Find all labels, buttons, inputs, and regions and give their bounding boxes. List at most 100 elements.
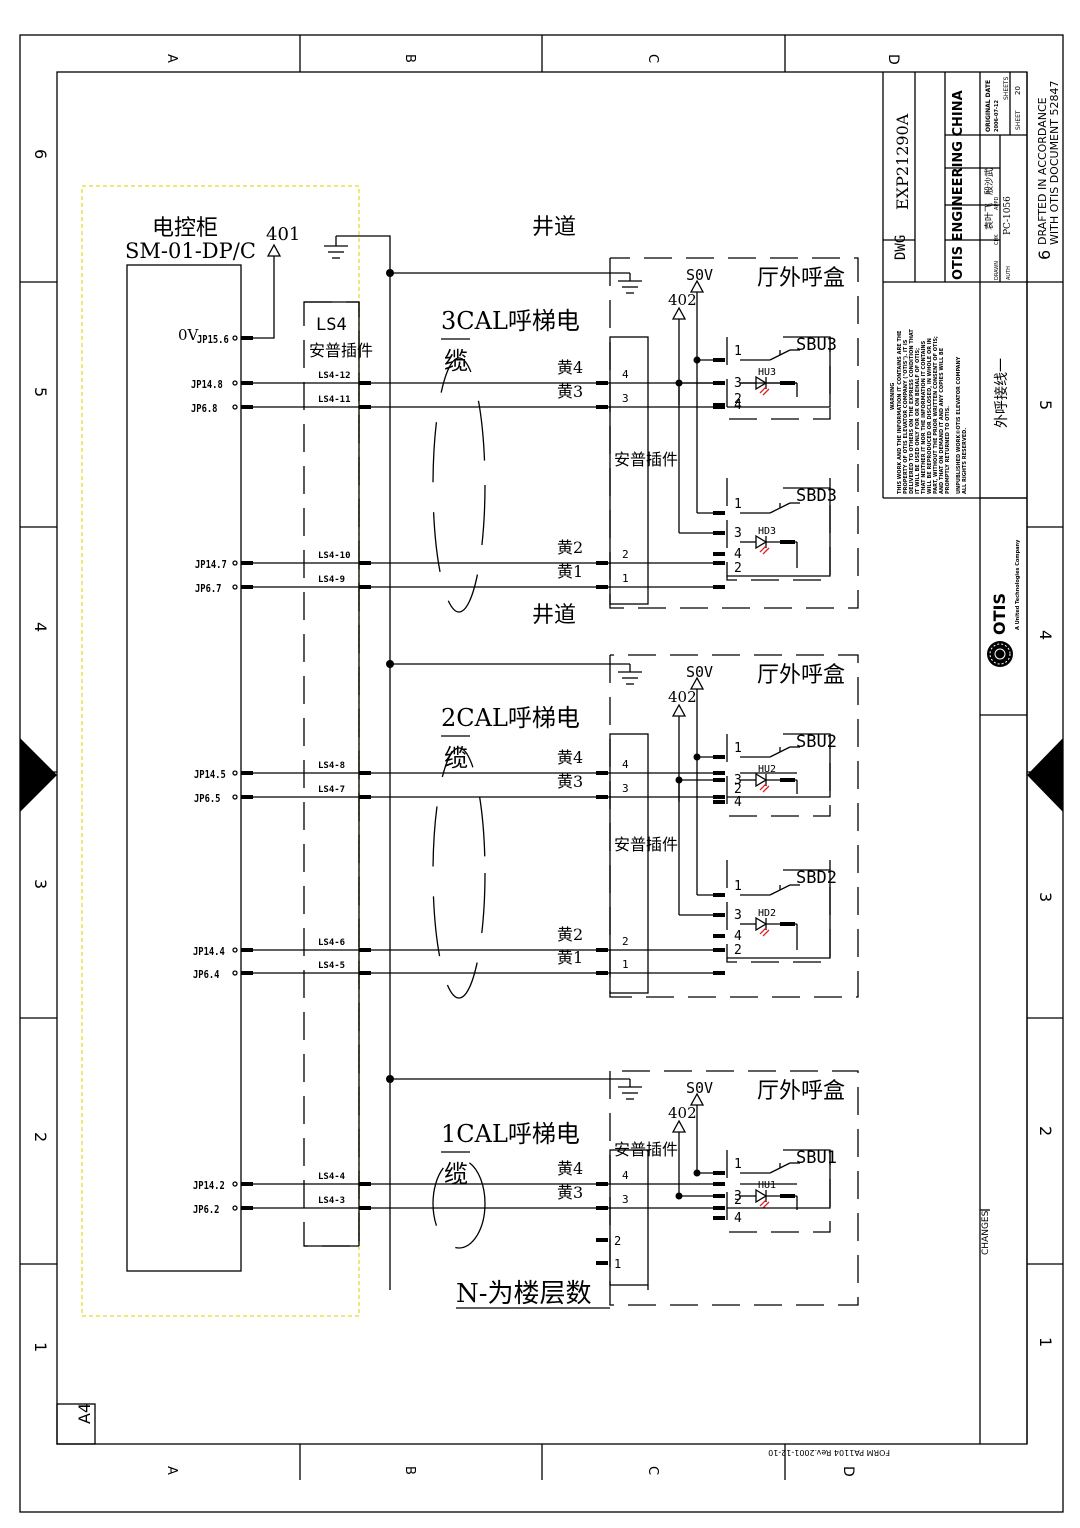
centering-arrow-right — [1027, 738, 1063, 812]
module-pin: 3 — [734, 526, 742, 541]
zone-label: 1 — [1036, 1337, 1055, 1347]
zone-label: 1 — [31, 1342, 50, 1352]
wire-color-label: 黄4 — [557, 1159, 583, 1178]
drawn-label: DRAWN — [994, 261, 1000, 280]
original-date: 2006-07-12 — [994, 99, 1000, 132]
call-box-label: 厅外呼盒 — [757, 1079, 845, 1104]
zone-label: 3 — [31, 879, 50, 889]
led-label: HU3 — [758, 367, 776, 378]
ref-402-label: 402 — [668, 1104, 697, 1122]
ground-bus — [336, 235, 391, 1290]
cabinet-model: SM-01-DP/C — [125, 239, 256, 263]
dwg-label: DWG — [893, 235, 909, 260]
warning-line: THAT NEITHER IT NOR THE INFORMATION IT C… — [921, 340, 927, 494]
button-label: SBU3 — [796, 335, 837, 355]
ls4-pin-label: LS4-6 — [318, 938, 345, 948]
connector-pin: 3 — [622, 782, 629, 795]
module-pin: 3 — [734, 1189, 742, 1204]
module-pin: 1 — [734, 497, 742, 512]
appd-label: APPD — [994, 197, 1000, 210]
connector-pin: 2 — [622, 548, 629, 561]
ls4-pin-label: LS4-4 — [318, 1172, 346, 1182]
ref-401: 401 — [266, 224, 300, 245]
drawing-title: 外呼接线一 — [993, 358, 1010, 428]
connector-pin: 1 — [614, 1257, 621, 1271]
ref-402-triangle — [671, 1119, 687, 1133]
drawn-name: 袁叶飞 — [983, 203, 995, 230]
led-ray — [759, 783, 767, 791]
drafted-line-2: WITH OTIS DOCUMENT 52847 — [1048, 81, 1061, 245]
button-label: SBU1 — [796, 1148, 837, 1168]
inner-frame — [56, 71, 1028, 1445]
module-pin: 4 — [734, 398, 742, 413]
ls4-pin-label: LS4-5 — [318, 961, 345, 971]
ref-402-triangle — [671, 703, 687, 717]
cabinet-pin-label: JP15.6 — [197, 334, 229, 346]
ls4-title: LS4 — [316, 315, 347, 335]
wire-color-label: 黄4 — [557, 748, 583, 767]
wire-color-label: 黄1 — [557, 948, 583, 967]
zone-label: C — [645, 54, 660, 63]
button-label: SBD2 — [796, 868, 837, 888]
connector-pin: 2 — [622, 935, 629, 948]
module-pin: 2 — [734, 943, 742, 958]
ls4-pin-label: LS4-9 — [318, 575, 345, 585]
wire-color-label: 黄1 — [557, 562, 583, 581]
connector-pin: 3 — [622, 392, 629, 405]
pin-marker — [232, 380, 238, 386]
cable-label: 3CAL呼梯电 — [441, 307, 580, 335]
module-outline — [727, 869, 831, 959]
led-ray — [762, 1201, 770, 1209]
zone-label: 4 — [31, 622, 50, 632]
led-ray — [762, 547, 770, 555]
cabinet-pin-label: JP14.8 — [191, 379, 223, 391]
pin-marker — [232, 770, 238, 776]
logo-text: OTIS — [990, 593, 1009, 635]
module-pin: 1 — [734, 344, 742, 359]
company-name: OTIS ENGINEERING CHINA — [951, 90, 966, 280]
chk-label: CHK — [994, 234, 1000, 245]
zone-label: B — [402, 1466, 417, 1475]
ls4-pin-label: LS4-10 — [318, 551, 351, 561]
module-pin: 2 — [734, 1193, 742, 1208]
zone-label: 2 — [31, 1132, 50, 1142]
zone-label: 3 — [1036, 892, 1055, 902]
led-label: HU2 — [758, 764, 776, 775]
amp-label: 安普插件 — [614, 450, 678, 469]
cable-label: 1CAL呼梯电 — [441, 1120, 580, 1148]
module-pin: 1 — [734, 879, 742, 894]
sov-label: S0V — [686, 266, 713, 284]
zone-letters-top: A B C D A B C D — [164, 54, 901, 1477]
zone-label: B — [402, 54, 417, 63]
floor-count-note: N-为楼层数 — [456, 1279, 592, 1309]
sov-label: S0V — [686, 663, 713, 681]
zone-numbers: 6 5 4 3 2 1 5 4 3 2 1 — [31, 149, 1055, 1352]
zone-label: 5 — [31, 387, 50, 397]
cable-bundle — [432, 357, 486, 613]
sheets-label: SHEETS — [1003, 76, 1010, 100]
ref-401-triangle — [266, 243, 282, 257]
drafted-line-1: DRAFTED IN ACCORDANCE — [1036, 97, 1049, 245]
cable-bundle — [432, 1158, 486, 1249]
module-outline — [727, 1149, 831, 1209]
pin-marker — [232, 584, 238, 590]
ground-symbol — [324, 236, 348, 259]
junction-box — [609, 1070, 859, 1306]
top-zone-dividers — [299, 35, 786, 1480]
size-label: A4 — [75, 1403, 94, 1424]
ls4-pin-label: LS4-7 — [318, 785, 345, 795]
led-ray — [759, 386, 767, 394]
amp-label: 安普插件 — [614, 1140, 678, 1159]
wire-color-label: 黄2 — [557, 538, 583, 557]
pin-marker — [232, 1205, 238, 1211]
auth-label: AUTH — [1006, 266, 1012, 280]
led-symbol — [755, 1188, 768, 1204]
size-box — [56, 1403, 96, 1445]
button-label: SBD3 — [796, 486, 837, 506]
changes-label: CHANGES — [981, 1210, 991, 1255]
pin-marker — [232, 1181, 238, 1187]
warning-line: THIS WORK AND THE INFORMATION IT CONTAIN… — [897, 330, 903, 494]
cabinet-title: 电控柜 — [152, 216, 218, 241]
module-pin: 4 — [734, 1211, 742, 1226]
